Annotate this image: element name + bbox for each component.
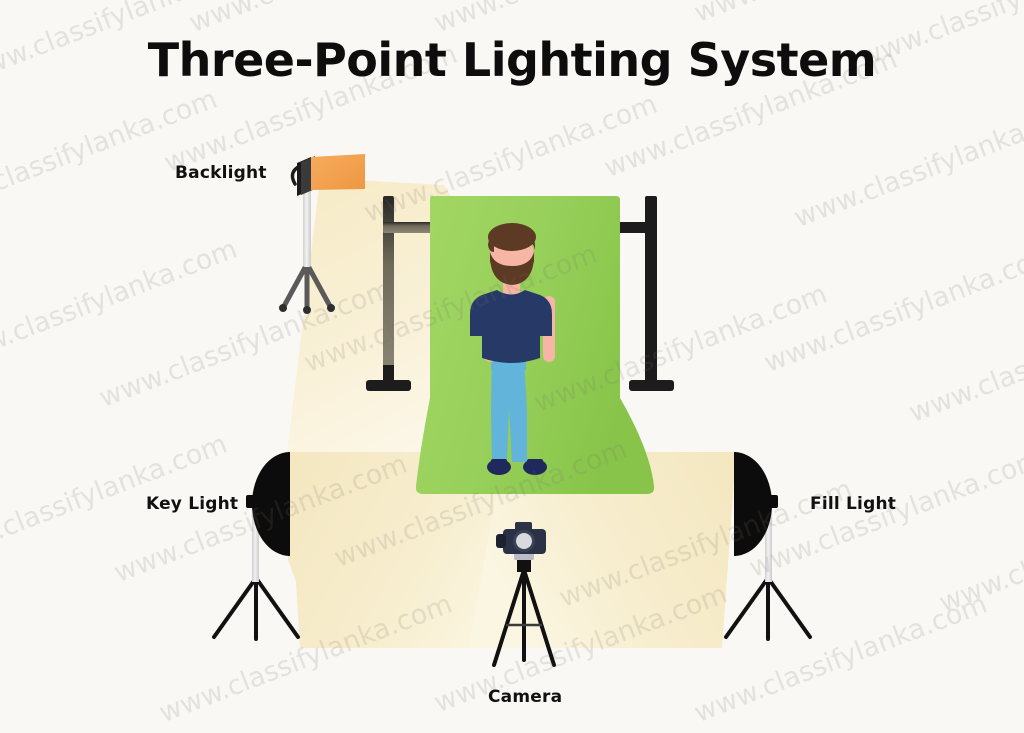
label-camera: Camera xyxy=(488,687,563,707)
key-light-softbox xyxy=(252,452,290,556)
subject-jeans xyxy=(491,355,527,462)
camera-leg-right xyxy=(522,568,556,667)
fill-light-softbox xyxy=(734,452,772,556)
page-title: Three-Point Lighting System xyxy=(147,33,877,87)
key-light-unit[interactable] xyxy=(212,452,300,641)
backlight-unit[interactable] xyxy=(279,154,365,314)
camera-unit[interactable] xyxy=(492,522,556,667)
subject-person xyxy=(470,223,555,475)
label-key-light: Key Light xyxy=(146,494,239,514)
camera-grip xyxy=(496,534,506,548)
fill-light-mount xyxy=(764,495,778,508)
backdrop-stand-left xyxy=(366,196,443,391)
label-fill-light: Fill Light xyxy=(810,494,897,514)
camera-tripod-head xyxy=(517,558,531,572)
camera-pentaprism xyxy=(515,522,532,531)
key-light-leg-left xyxy=(212,576,258,639)
backlight-panel xyxy=(311,154,365,190)
key-light-leg-right xyxy=(254,576,300,639)
backlight-pole xyxy=(303,185,311,267)
label-backlight: Backlight xyxy=(175,163,267,183)
backdrop-stand-right xyxy=(600,196,674,391)
fill-light-unit[interactable] xyxy=(724,452,812,641)
backlight-leg-left xyxy=(280,261,310,311)
fill-light-leg-left xyxy=(724,576,770,639)
fill-light-pole xyxy=(765,504,772,582)
subject-shirt xyxy=(470,290,552,363)
backlight-leg-right xyxy=(304,261,334,311)
subject-beard xyxy=(489,252,535,285)
fill-light-leg-right xyxy=(766,576,812,639)
camera-leg-left xyxy=(492,568,526,667)
camera-lens xyxy=(516,533,532,549)
key-light-pole xyxy=(252,504,259,582)
key-light-mount xyxy=(246,495,260,508)
